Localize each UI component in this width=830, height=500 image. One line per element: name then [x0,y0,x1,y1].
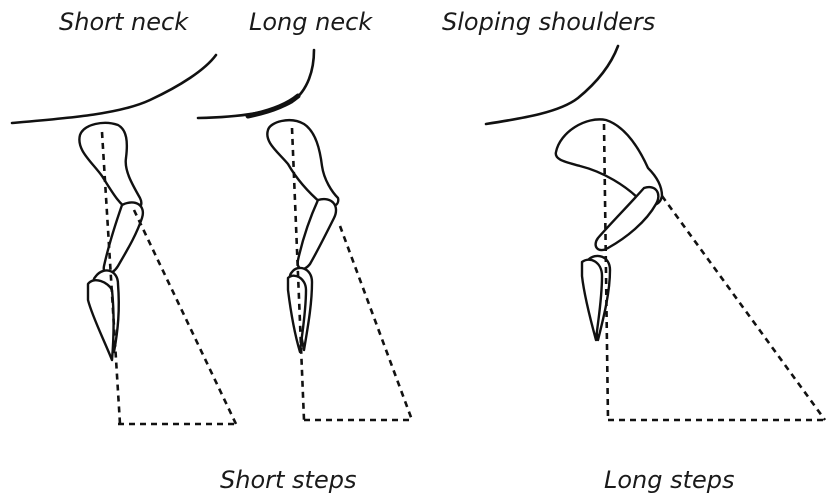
humerus-bone [298,199,336,269]
figure-short-neck [12,55,236,424]
neck-line-long [198,50,314,118]
humerus-bone [596,187,659,250]
neck-shading [248,96,298,116]
scapula-bone [267,120,338,207]
figure-sloping-shoulders [486,46,825,420]
figure-long-neck [198,50,412,420]
lower-leg-bone [88,280,114,360]
stride-line-diagonal [340,226,412,420]
neck-line-sloping [486,46,618,124]
stride-line-diagonal [662,196,825,420]
neck-line-short [12,55,216,123]
stride-line-diagonal [134,210,236,424]
humerus-bone [104,202,143,273]
scapula-bone [79,123,141,211]
